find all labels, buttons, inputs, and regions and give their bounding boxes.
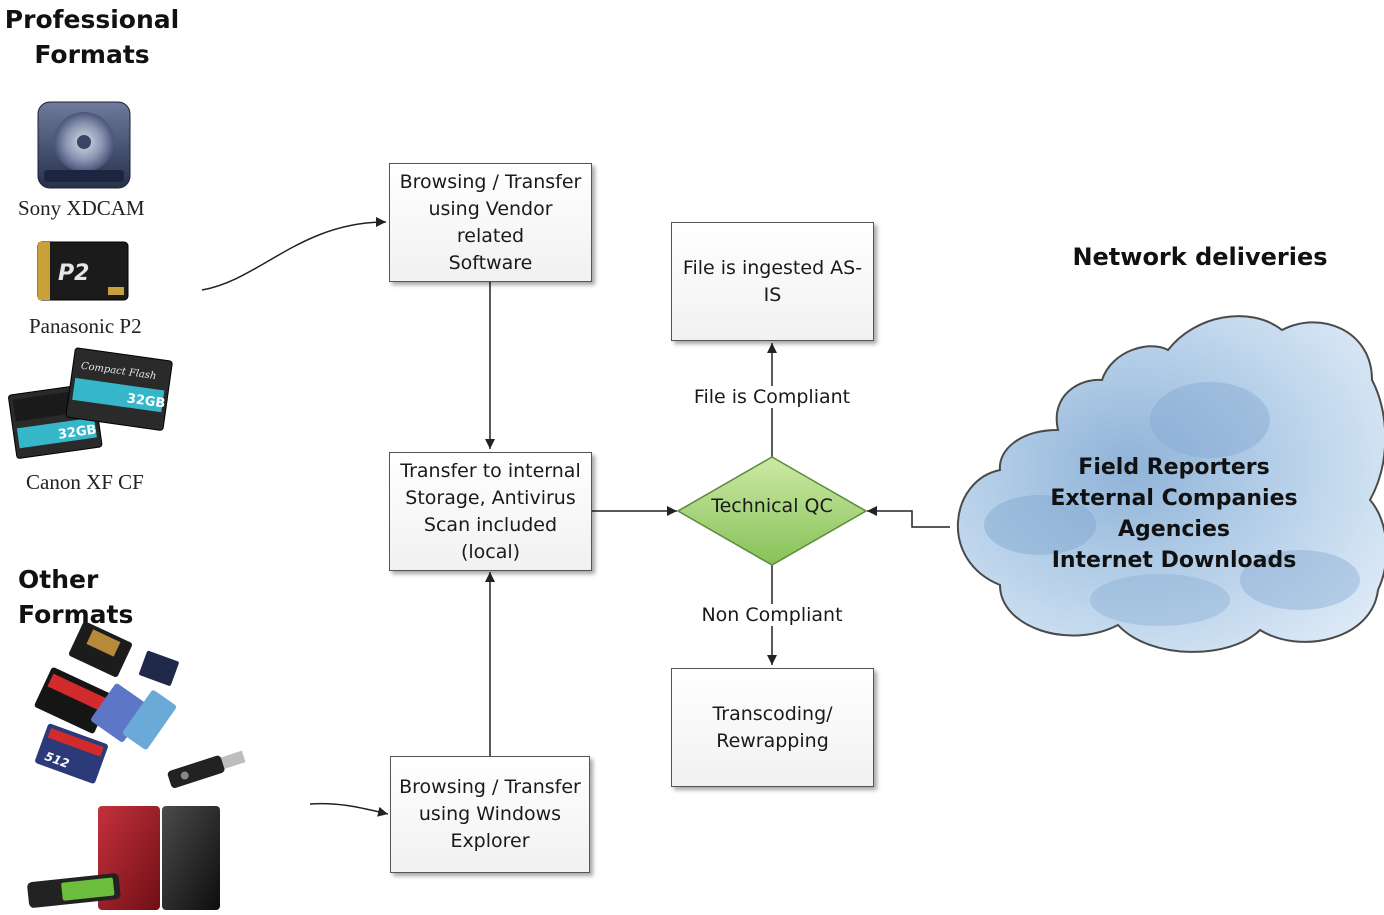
box-ingest-as-is: File is ingested AS-IS	[671, 222, 874, 341]
box-transcode-label: Transcoding/ Rewrapping	[712, 702, 833, 752]
xdcam-disc-icon	[37, 101, 131, 189]
box-vendor-label: Browsing / Transfer using Vendor related…	[399, 170, 582, 274]
technical-qc-diamond	[676, 456, 868, 566]
curve-other-to-windows	[309, 802, 389, 817]
edge-label-non-compliant: Non Compliant	[701, 604, 843, 626]
curve-professional-to-vendor	[201, 217, 387, 291]
p2-card-icon: P2	[37, 241, 129, 301]
technical-qc-label: Technical QC	[711, 495, 833, 517]
portable-drives-icon	[27, 806, 220, 910]
memory-cards-icon: 512	[34, 621, 246, 789]
cf-size-label-back: 32GB	[57, 422, 97, 442]
heading-professional-formats: Professional Formats	[4, 5, 180, 69]
heading-network-deliveries: Network deliveries	[1072, 243, 1328, 271]
caption-sony-xdcam: Sony XDCAM	[18, 196, 145, 220]
cloud-sources-list: Field Reporters External Companies Agenc…	[1024, 452, 1324, 576]
cloud-source-external-companies: External Companies	[1050, 486, 1298, 511]
box-vendor-software-transfer: Browsing / Transfer using Vendor related…	[389, 163, 592, 282]
network-cloud-shape	[956, 315, 1384, 653]
caption-canon-xf-cf: Canon XF CF	[26, 470, 144, 494]
box-internal-storage-transfer: Transfer to internal Storage, Antivirus …	[389, 452, 592, 571]
compact-flash-icon: 32GB Compact Flash 32GB	[8, 347, 173, 459]
cloud-source-internet-downloads: Internet Downloads	[1051, 548, 1297, 573]
cloud-source-agencies: Agencies	[1118, 517, 1230, 542]
heading-other-formats: Other Formats	[18, 565, 134, 629]
svg-text:P2: P2	[58, 261, 89, 286]
edge-label-compliant: File is Compliant	[693, 386, 851, 408]
box-windows-explorer-transfer: Browsing / Transfer using Windows Explor…	[390, 756, 590, 873]
box-internal-label: Transfer to internal Storage, Antivirus …	[400, 459, 581, 563]
caption-panasonic-p2: Panasonic P2	[29, 314, 142, 338]
box-transcoding-rewrapping: Transcoding/ Rewrapping	[671, 668, 874, 787]
arrow-cloud-to-qc	[867, 506, 950, 528]
cloud-source-field-reporters: Field Reporters	[1078, 455, 1270, 480]
cf-size-label-front: 32GB	[126, 391, 166, 411]
box-ingest-label: File is ingested AS-IS	[682, 256, 863, 306]
box-windows-label: Browsing / Transfer using Windows Explor…	[399, 776, 581, 852]
